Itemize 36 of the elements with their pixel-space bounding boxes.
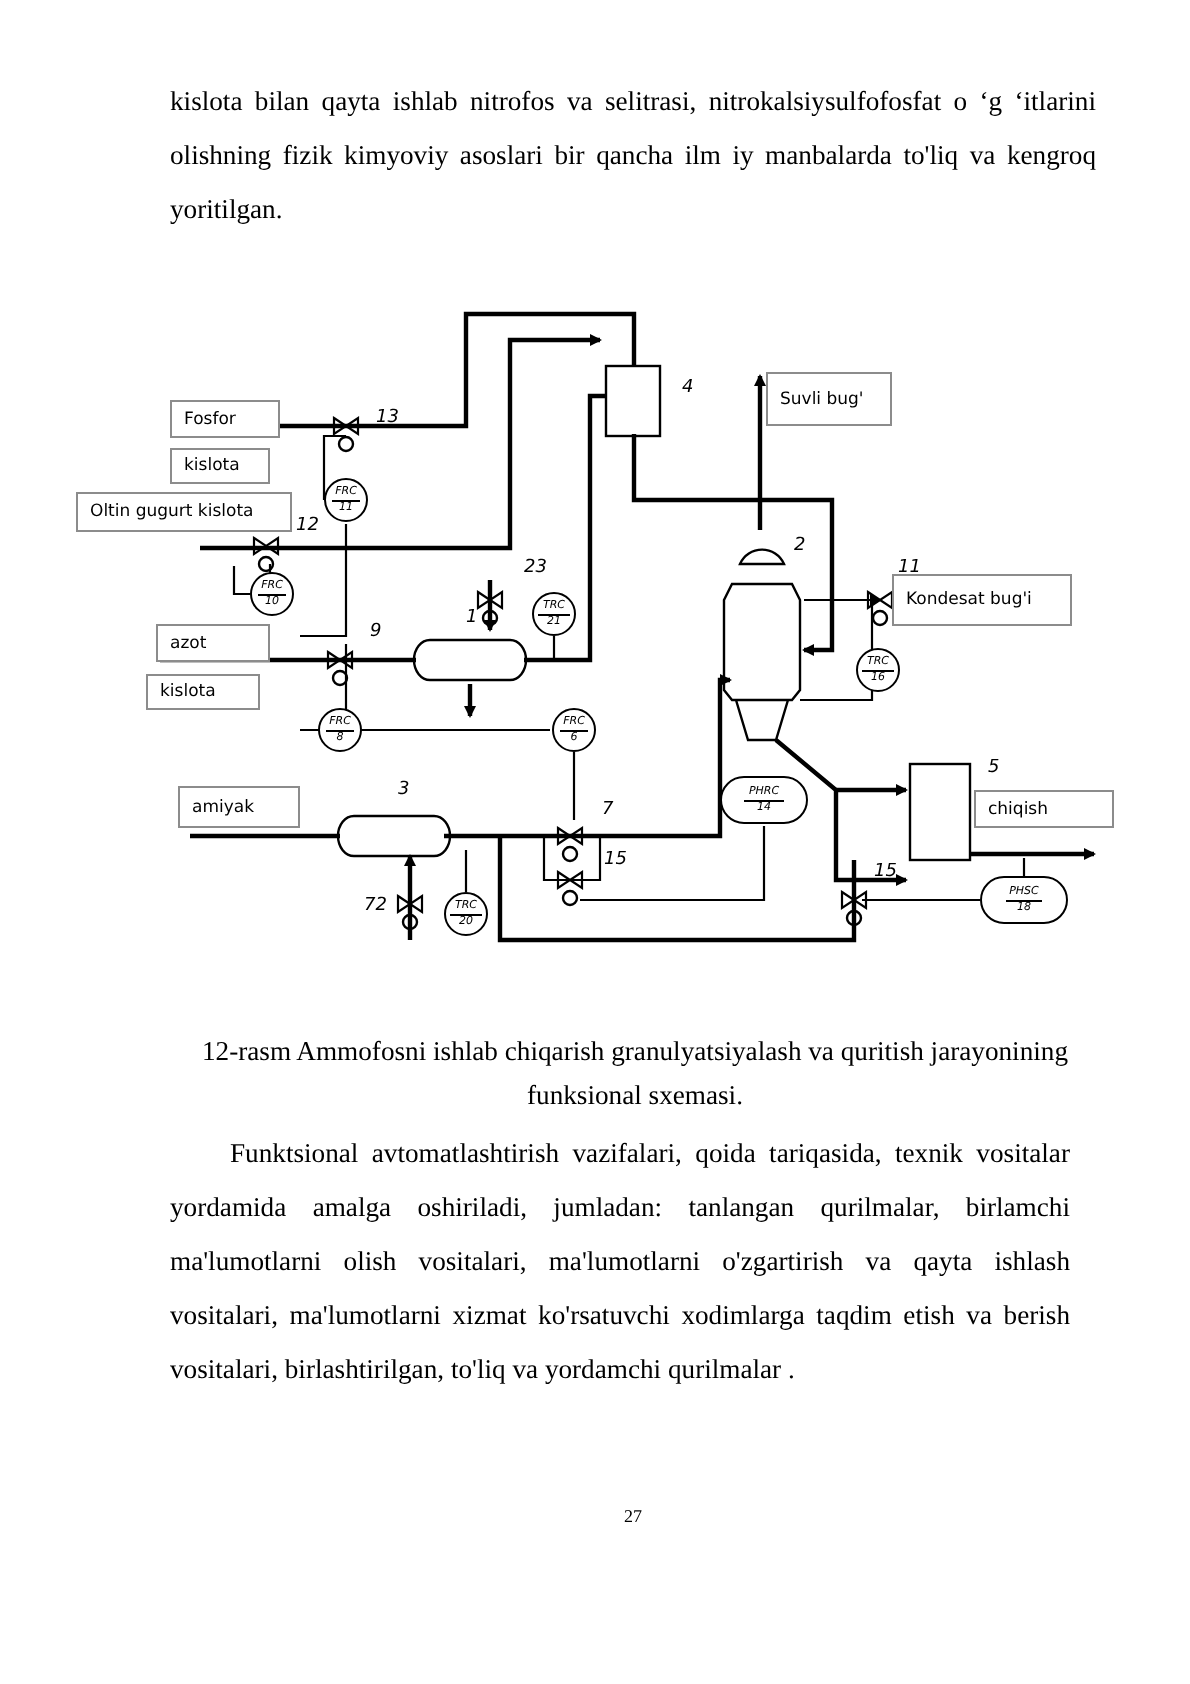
callout-number: 5 xyxy=(988,758,1000,778)
figure-caption: 12-rasm Ammofosni ishlab chiqarish granulyatsiyalash va quritish jarayonining funksional sxemasi. xyxy=(199,1034,1071,1114)
stream-label: chiqish xyxy=(974,790,1114,828)
stream-label: Kondesat bug'i xyxy=(892,574,1072,626)
stream-label: Suvli bug' xyxy=(766,372,892,426)
instrument-bubble xyxy=(532,592,576,636)
stream-label: azot xyxy=(156,624,270,662)
instrument-bubble xyxy=(980,876,1068,924)
callout-number: 72 xyxy=(364,896,387,916)
instrument-bubble xyxy=(318,708,362,752)
paragraph: kislota bilan qayta ishlab nitrofos va selitrasi, nitrokalsiysulfofosfat o ‘g ‘itlarini olishning fizik kimyoviy asoslari bir qancha ilm iy manbalarda to'liq va kengroq yoritilgan. xyxy=(170,84,1096,228)
stream-label: Fosfor xyxy=(170,400,280,438)
callout-number: 12 xyxy=(296,516,319,536)
stream-label: kislota xyxy=(146,674,260,710)
instrument-bubble xyxy=(444,892,488,936)
callout-number: 23 xyxy=(524,558,547,578)
callout-number: 4 xyxy=(682,378,694,398)
instrument-bubble xyxy=(720,776,808,824)
callout-number: 2 xyxy=(794,536,806,556)
page-number: 27 xyxy=(624,1506,642,1526)
callout-number: 3 xyxy=(398,780,410,800)
callout-number: 1 xyxy=(466,608,478,628)
callout-number: 11 xyxy=(898,558,921,578)
paragraph: Funktsional avtomatlashtirish vazifalari, qoida tariqasida, texnik vositalar yordamida amalga oshiriladi, jumladan: tanlangan qurilmalar, birlamchi ma'lumotlarni olish vositalari, ma'lumotlarni o'zgartirish va qayta ishlash vositalari, ma'lumotlarni xizmat ko'rsatuvchi xodimlarga taqdim etish va berish vositalari, birlashtirilgan, to'liq va yordamchi qurilmalar . xyxy=(170,1136,1070,1388)
callout-number: 15 xyxy=(874,862,897,882)
instrument-bubble xyxy=(324,478,368,522)
callout-number: 7 xyxy=(602,800,614,820)
callout-number: 13 xyxy=(376,408,399,428)
callout-number: 15 xyxy=(604,850,627,870)
stream-label: amiyak xyxy=(178,786,300,828)
stream-label: kislota xyxy=(170,448,270,484)
instrument-bubble xyxy=(552,708,596,752)
instrument-bubble xyxy=(856,648,900,692)
callout-number: 9 xyxy=(370,622,382,642)
stream-label: Oltin gugurt kislota xyxy=(76,492,292,532)
instrument-bubble xyxy=(250,572,294,616)
